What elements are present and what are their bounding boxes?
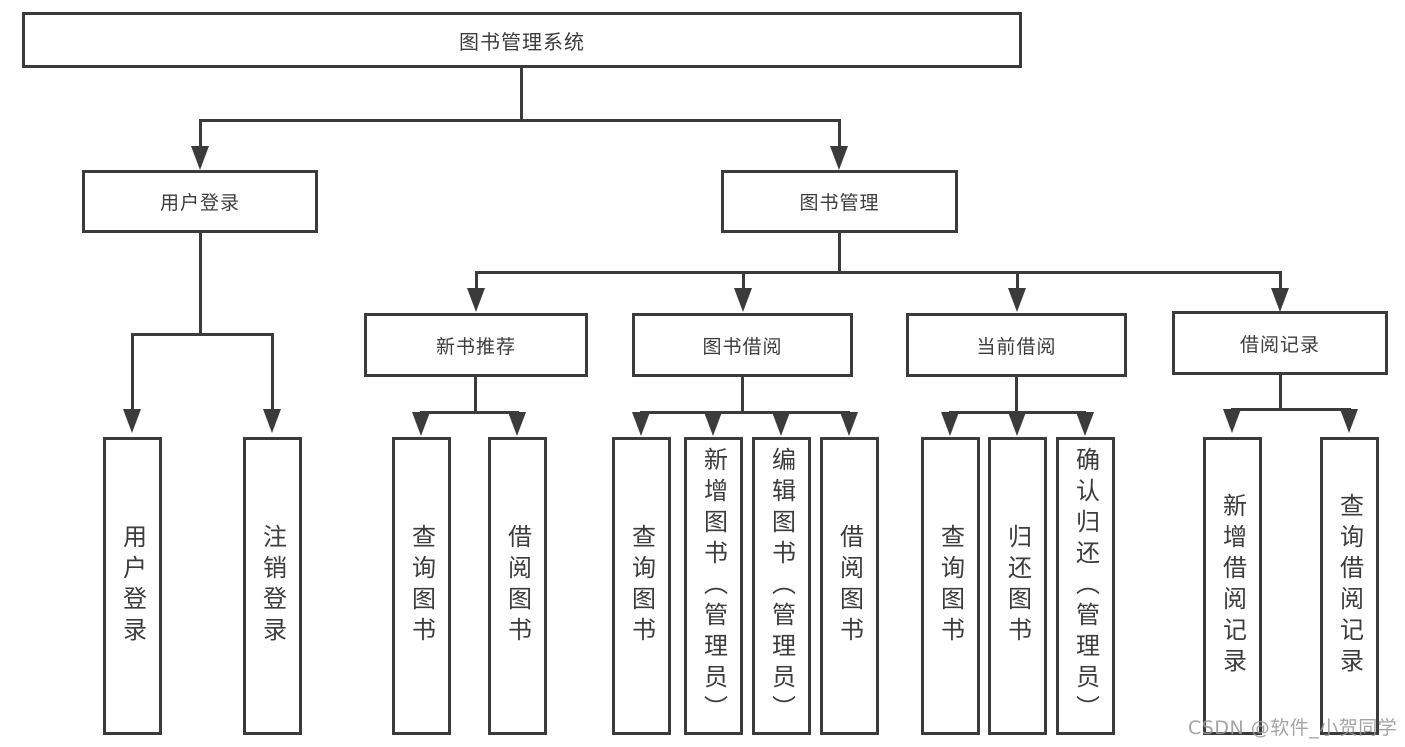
arrowhead-borrow-rec <box>1271 288 1289 312</box>
arrowhead-br-add <box>1223 409 1241 433</box>
node-book-borrowing: 图书借阅 <box>632 313 853 377</box>
leaf-recommend-borrow-books: 借阅图书 <box>488 437 547 735</box>
node-borrowing-records: 借阅记录 <box>1172 311 1388 375</box>
arrowhead-cb-query <box>941 412 959 436</box>
edge-book-borrow-bar <box>640 411 850 414</box>
node-label: 图书管理 <box>799 192 880 214</box>
node-label: 新增图书（管理员） <box>699 446 728 726</box>
node-label: 图书借阅 <box>702 335 783 358</box>
node-label: 借阅记录 <box>1239 333 1320 356</box>
edge-leaf-logout-stub <box>271 333 274 411</box>
edge-cur-borrow-stem <box>1015 377 1018 414</box>
node-label: 查询借阅记录 <box>1335 493 1364 679</box>
edge-book-borrow-stub <box>742 271 745 291</box>
arrowhead-user-login <box>191 146 209 170</box>
edge-level3-bar <box>475 271 1282 274</box>
node-label: 借阅图书 <box>835 524 864 648</box>
node-book-management: 图书管理 <box>721 170 958 233</box>
edge-cur-borrow-stub <box>1016 271 1019 291</box>
node-label: 新书推荐 <box>435 335 516 358</box>
edge-new-rec-bar <box>420 411 519 414</box>
node-library-management-system: 图书管理系统 <box>22 12 1022 68</box>
arrowhead-cb-return <box>1008 412 1026 436</box>
leaf-user-login: 用户登录 <box>103 437 162 735</box>
leaf-recommend-query-books: 查询图书 <box>392 437 451 735</box>
node-label: 当前借阅 <box>976 335 1057 358</box>
node-label: 图书管理系统 <box>459 29 585 54</box>
arrowhead-leaf-logout <box>263 409 281 433</box>
arrowhead-cur-borrow <box>1008 288 1026 312</box>
arrowhead-bb-edit <box>772 412 790 436</box>
edge-user-login-bar <box>131 333 274 336</box>
arrowhead-br-query <box>1340 409 1358 433</box>
node-label: 确认归还（管理员） <box>1071 446 1100 726</box>
arrowhead-bb-borrow <box>840 412 858 436</box>
edge-user-login-stub <box>199 119 202 149</box>
edge-new-rec-stub <box>475 271 478 291</box>
edge-user-login-stem <box>199 233 202 336</box>
leaf-current-return-books: 归还图书 <box>988 437 1047 735</box>
leaf-borrow-edit-books-admin: 编辑图书（管理员） <box>752 437 811 735</box>
leaf-logout: 注销登录 <box>243 437 302 735</box>
node-label: 用户登录 <box>118 524 147 648</box>
node-user-login: 用户登录 <box>82 170 318 233</box>
edge-leaf-login-stub <box>131 333 134 411</box>
leaf-records-add-record: 新增借阅记录 <box>1203 437 1262 735</box>
leaf-records-query-record: 查询借阅记录 <box>1320 437 1379 735</box>
arrowhead-new-rec <box>467 288 485 312</box>
node-label: 归还图书 <box>1003 524 1032 648</box>
leaf-borrow-query-books: 查询图书 <box>612 437 671 735</box>
arrowhead-rec-query <box>412 412 430 436</box>
leaf-current-query-books: 查询图书 <box>921 437 980 735</box>
arrowhead-bb-query <box>632 412 650 436</box>
edge-level2-bar <box>199 119 841 122</box>
edge-borrow-rec-stub <box>1279 271 1282 291</box>
node-new-book-recommend: 新书推荐 <box>364 313 588 377</box>
edge-root-stem <box>520 68 523 120</box>
edge-book-mgmt-stub <box>838 119 841 149</box>
edge-book-mgmt-stem <box>838 233 841 274</box>
arrowhead-cb-confirm <box>1076 412 1094 436</box>
node-label: 查询图书 <box>936 524 965 648</box>
leaf-borrow-borrow-books: 借阅图书 <box>820 437 879 735</box>
leaf-borrow-add-books-admin: 新增图书（管理员） <box>684 437 743 735</box>
csdn-watermark: CSDN @软件_小贺同学 <box>1188 717 1398 739</box>
arrowhead-book-mgmt <box>830 146 848 170</box>
edge-new-rec-stem <box>474 377 477 414</box>
node-label: 编辑图书（管理员） <box>767 446 796 726</box>
node-label: 查询图书 <box>627 524 656 648</box>
node-label: 新增借阅记录 <box>1218 493 1247 679</box>
leaf-current-confirm-return-admin: 确认归还（管理员） <box>1056 437 1115 735</box>
node-label: 查询图书 <box>407 524 436 648</box>
edge-borrow-rec-bar <box>1231 408 1351 411</box>
node-label: 借阅图书 <box>503 524 532 648</box>
arrowhead-leaf-login <box>123 409 141 433</box>
edge-borrow-rec-stem <box>1279 375 1282 411</box>
arrowhead-bb-add <box>704 412 722 436</box>
node-label: 注销登录 <box>258 524 287 648</box>
node-label: 用户登录 <box>159 192 240 214</box>
node-current-borrowing: 当前借阅 <box>906 313 1127 377</box>
arrowhead-rec-borrow <box>508 412 526 436</box>
arrowhead-book-borrow <box>734 288 752 312</box>
edge-book-borrow-stem <box>741 377 744 414</box>
